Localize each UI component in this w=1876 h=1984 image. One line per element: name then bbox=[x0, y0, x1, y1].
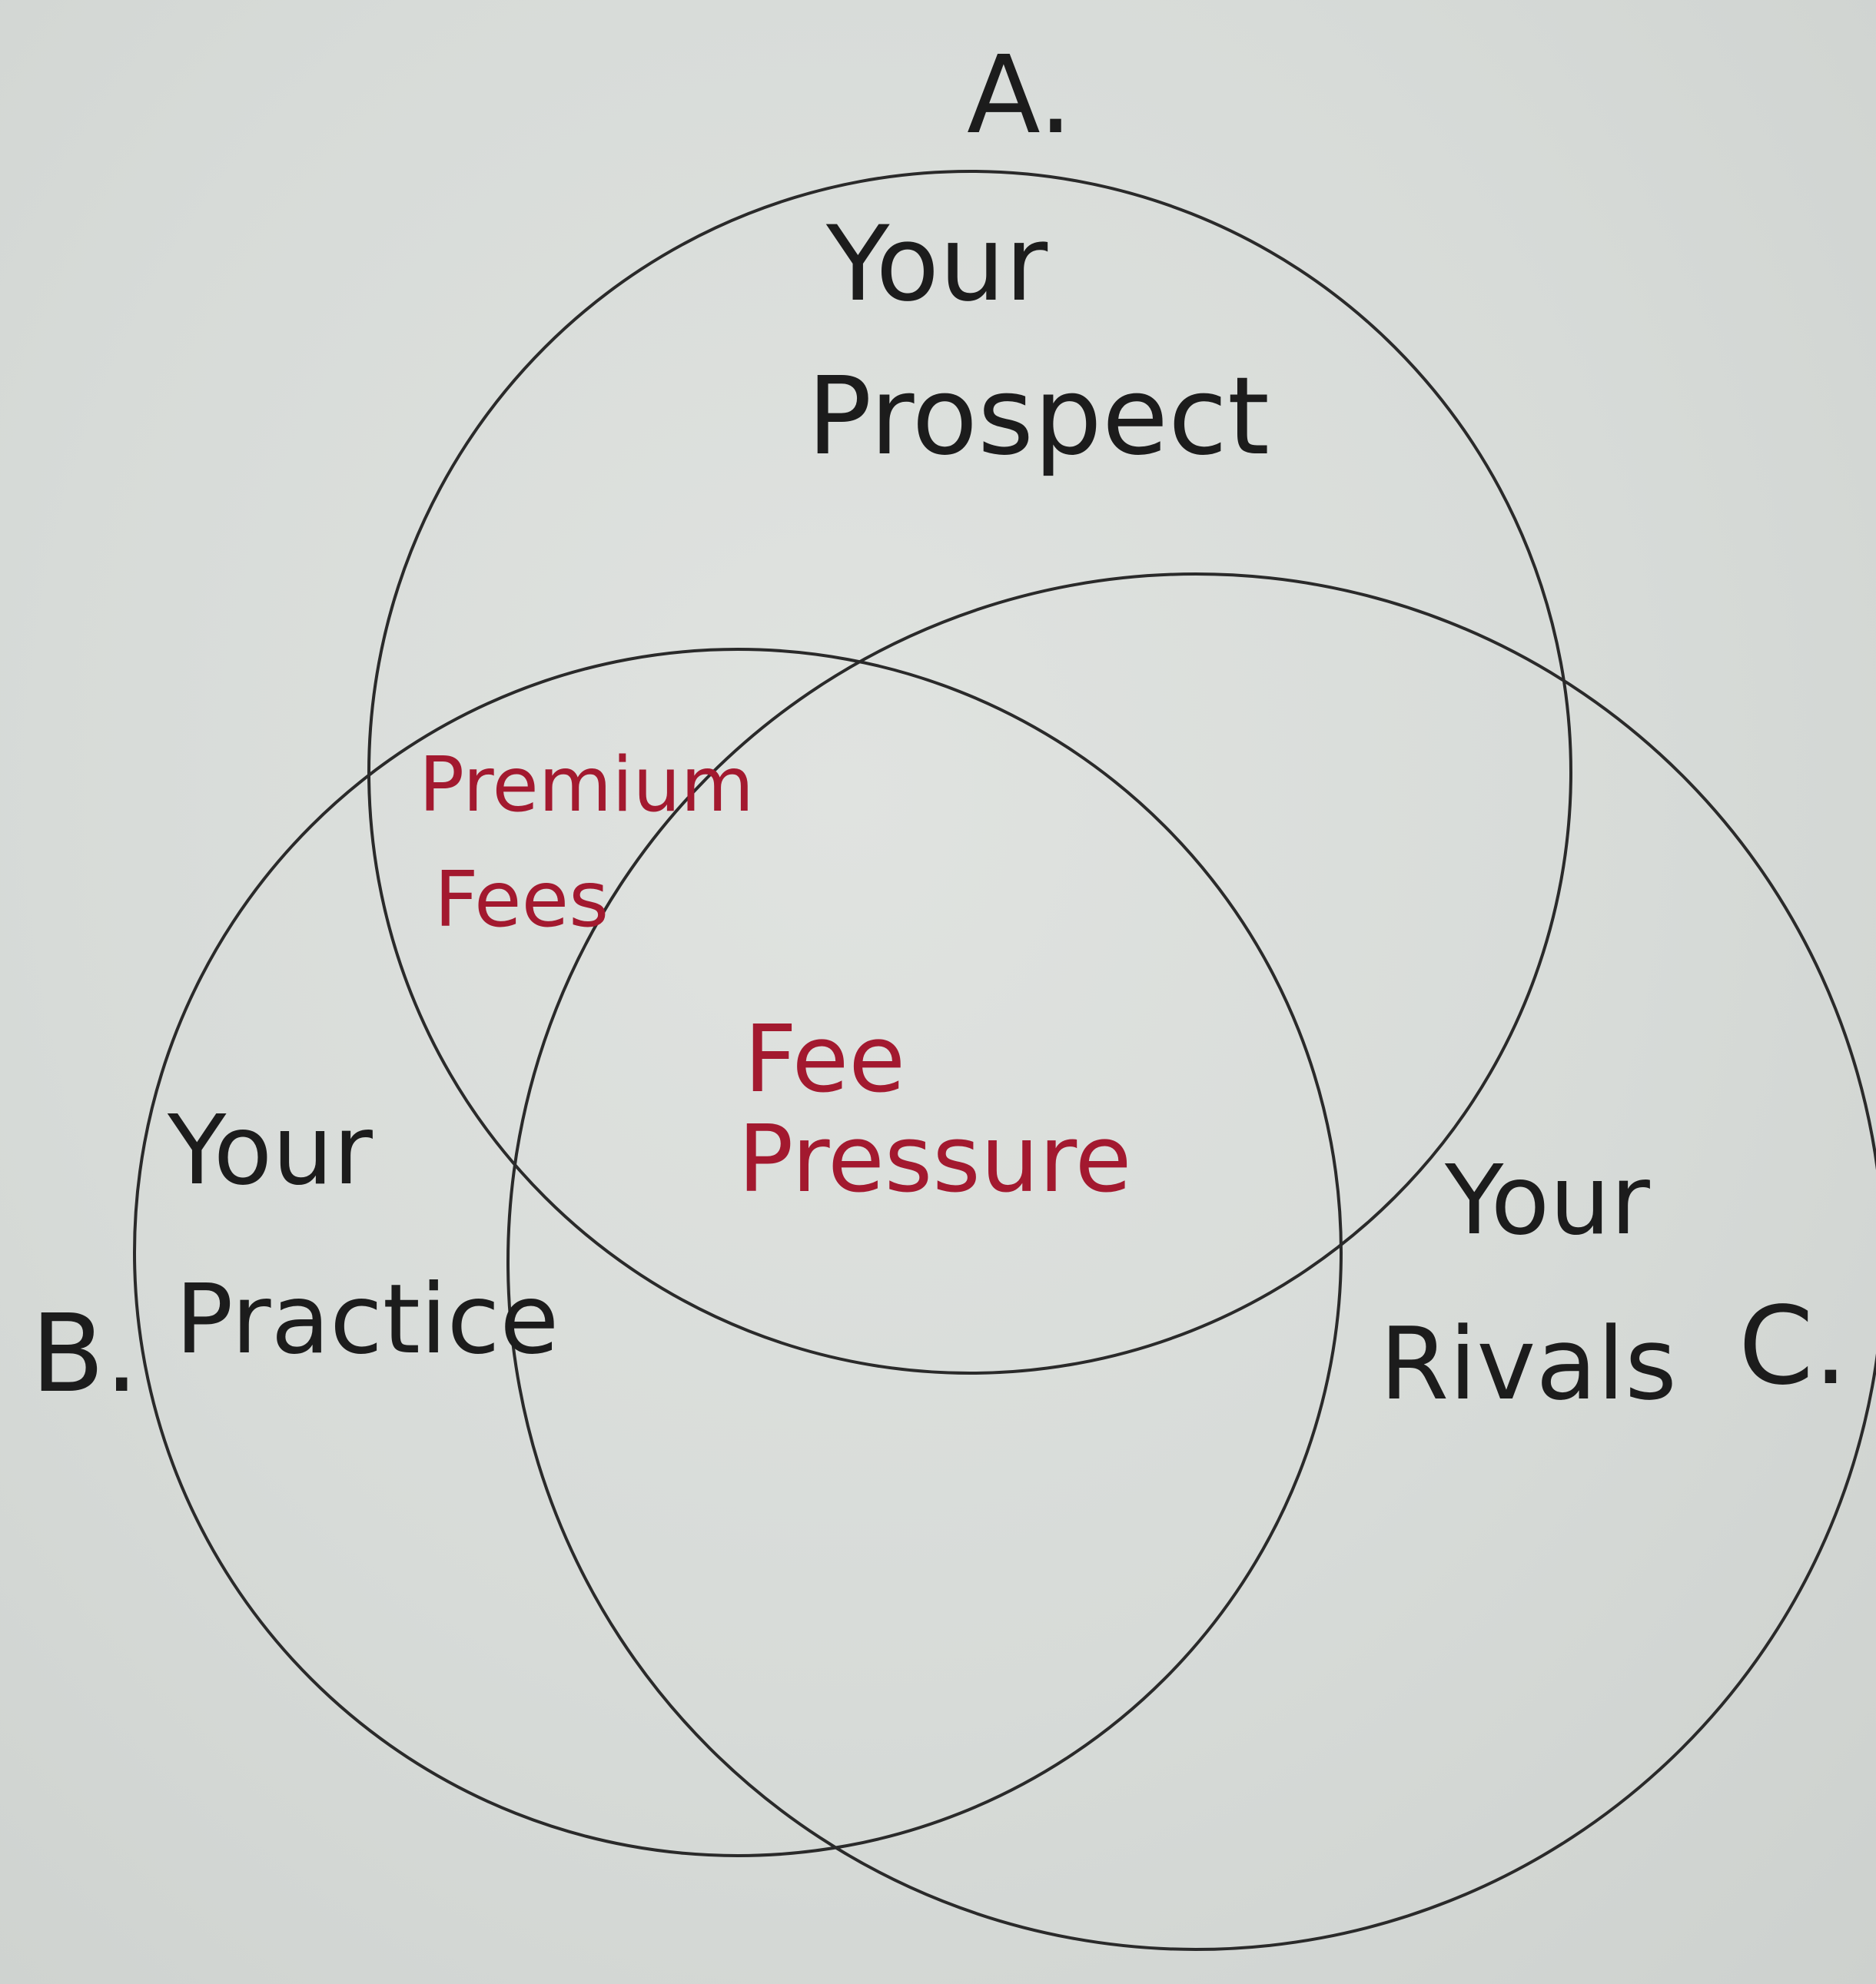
marker-c: C. bbox=[1738, 1284, 1848, 1409]
circle-prospect bbox=[367, 170, 1572, 1375]
practice-label-line1: Your bbox=[167, 1095, 373, 1206]
fee-pressure-line2: Pressure bbox=[738, 1106, 1131, 1213]
prospect-label-line2: Prospect bbox=[807, 354, 1270, 479]
circle-rivals bbox=[506, 572, 1876, 1951]
rivals-label-line1: Your bbox=[1444, 1145, 1650, 1256]
circle-practice bbox=[133, 648, 1343, 1857]
premium-fees-line2: Fees bbox=[434, 854, 609, 944]
marker-a: A. bbox=[967, 33, 1073, 158]
fee-pressure-line1: Fee bbox=[744, 1007, 905, 1113]
practice-label-line2: Practice bbox=[175, 1264, 559, 1375]
rivals-label-line2: Rivals bbox=[1380, 1306, 1677, 1422]
marker-b: B. bbox=[31, 1292, 139, 1417]
premium-fees-line1: Premium bbox=[419, 742, 754, 829]
prospect-label-line1: Your bbox=[825, 204, 1048, 324]
